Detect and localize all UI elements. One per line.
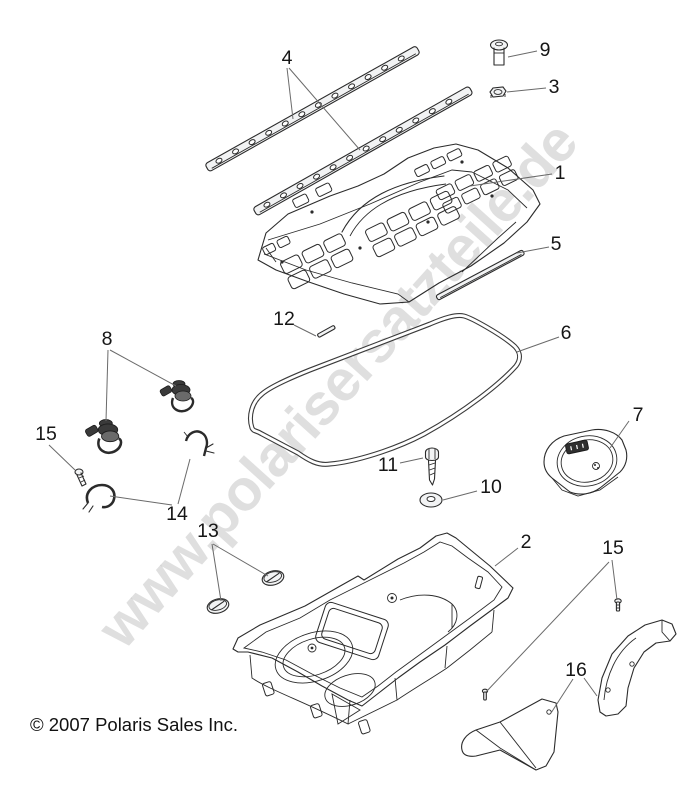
part-6-drawing (247, 313, 522, 467)
callout-label-3: 3 (549, 76, 560, 98)
callout-label-9: 9 (540, 39, 551, 61)
part-7-drawing (543, 428, 628, 497)
callout-label-16: 16 (565, 659, 587, 681)
part-2-drawing (232, 532, 514, 735)
callout-label-2: 2 (521, 531, 532, 553)
part-1-drawing (257, 143, 541, 305)
callout-label-7: 7 (633, 404, 644, 426)
part-15-drawing-right (614, 598, 622, 612)
callout-label-1: 1 (555, 162, 566, 184)
callout-label-15-left: 15 (35, 423, 57, 445)
part-15-drawing-left (74, 468, 87, 487)
part-16-drawing (461, 619, 677, 771)
callout-label-8: 8 (102, 328, 113, 350)
part-3-drawing (489, 86, 507, 98)
part-11-drawing (424, 447, 440, 486)
callout-label-11: 11 (378, 454, 398, 476)
callout-label-13: 13 (197, 520, 219, 542)
watermark-text: www.polarisersatzteile.de (85, 110, 590, 661)
callout-label-14: 14 (166, 503, 188, 525)
part-12-drawing (317, 325, 336, 338)
callout-label-6: 6 (561, 322, 572, 344)
part-9-drawing (489, 39, 509, 66)
part-14-drawing (82, 430, 215, 513)
part-8-drawing (85, 380, 195, 455)
callout-labels: 4 9 3 1 5 12 6 8 15 14 11 10 7 13 2 15 1… (35, 39, 643, 681)
leader-lines (48, 50, 630, 714)
part-10-drawing (419, 492, 443, 508)
callout-label-10: 10 (480, 476, 502, 498)
callout-label-12: 12 (273, 308, 295, 330)
callout-label-4: 4 (282, 47, 293, 69)
part-4-drawing (205, 46, 473, 216)
callout-label-5: 5 (551, 233, 562, 255)
callout-label-15-right: 15 (602, 537, 624, 559)
copyright-text: © 2007 Polaris Sales Inc. (30, 714, 238, 735)
part-13-drawing (206, 570, 285, 614)
